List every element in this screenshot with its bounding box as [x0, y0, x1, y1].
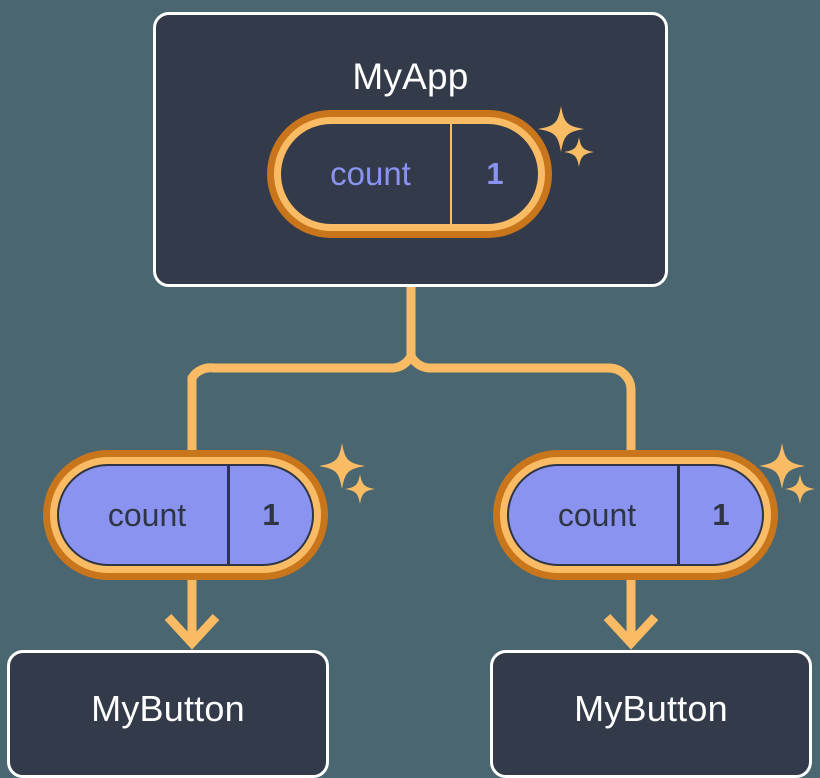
pill-ring-inner: count 1 [274, 117, 545, 231]
page-title: MyApp [352, 56, 469, 97]
pill-body: count 1 [57, 464, 314, 566]
state-pill-right[interactable]: count 1 [493, 450, 778, 580]
connector-split [187, 351, 636, 455]
sparkle-icon [319, 443, 375, 504]
state-key: count [557, 496, 637, 533]
sparkle-icon [759, 443, 815, 504]
state-value: 1 [227, 466, 312, 564]
state-value: 1 [677, 466, 762, 564]
pill-ring-inner: count 1 [500, 457, 771, 573]
node-label: MyButton [91, 688, 245, 729]
node-mybutton-left[interactable]: MyButton [7, 650, 329, 778]
state-pill-root[interactable]: count 1 [267, 110, 552, 238]
node-label: MyButton [574, 688, 728, 729]
pill-body: count 1 [507, 464, 764, 566]
arrow-head-left [164, 613, 220, 650]
sparkle-icon [538, 106, 594, 167]
arrow-head-right [603, 613, 659, 650]
state-key: count [330, 155, 411, 192]
pill-body: count 1 [281, 124, 538, 224]
state-value: 1 [450, 124, 538, 224]
pill-ring-inner: count 1 [50, 457, 321, 573]
state-pill-left[interactable]: count 1 [43, 450, 328, 580]
state-key: count [107, 496, 187, 533]
node-mybutton-right[interactable]: MyButton [490, 650, 812, 778]
